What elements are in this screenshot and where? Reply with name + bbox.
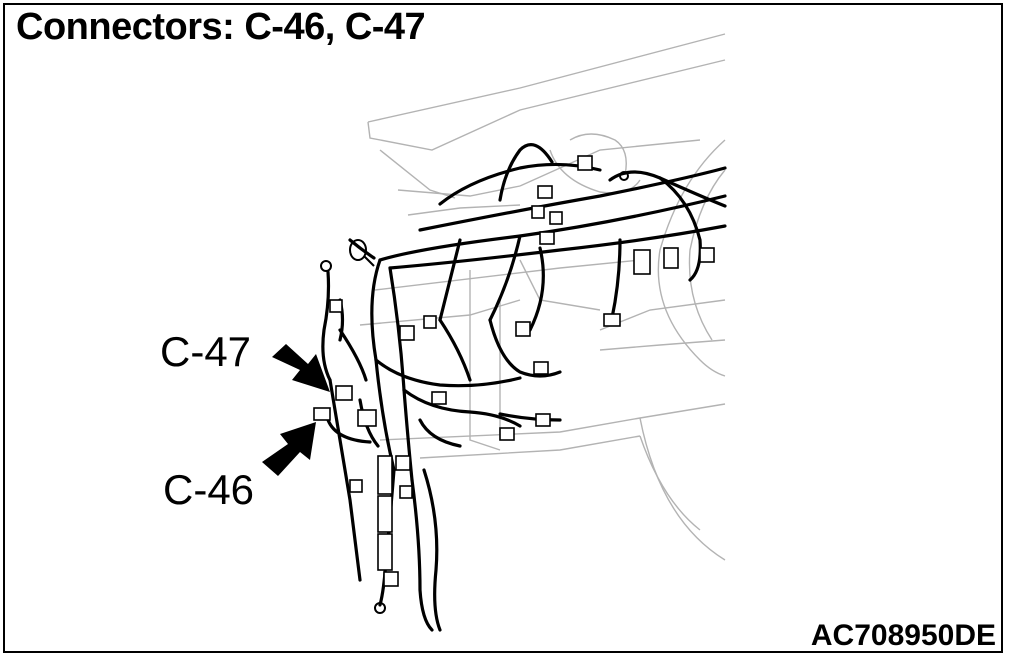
c46-arrow (262, 422, 316, 476)
diagram-title: Connectors: C-46, C-47 (16, 6, 426, 48)
dashboard-outline (359, 33, 726, 561)
c47-arrow (272, 344, 330, 392)
label-c47: C-47 (160, 328, 252, 375)
figure-code: AC708950DE (810, 619, 996, 652)
terminals (320, 171, 629, 614)
callout-arrows (262, 344, 330, 476)
c47-connector (335, 385, 353, 401)
c46-connector (313, 407, 331, 421)
connector-blocks (313, 155, 715, 587)
figure-frame (3, 3, 1003, 653)
harness-wires (321, 143, 727, 632)
label-c46: C-46 (163, 466, 255, 513)
